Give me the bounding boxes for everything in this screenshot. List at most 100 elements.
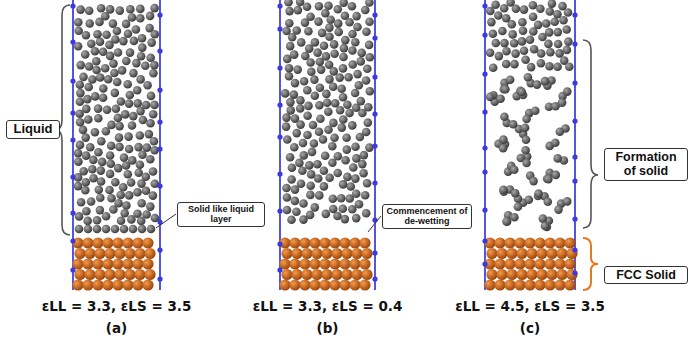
liquid-atom [313, 48, 322, 57]
solid-atom [289, 237, 300, 248]
solid-atom [114, 248, 125, 259]
liquid-atom [348, 121, 357, 130]
solid-atom [82, 279, 93, 290]
periodic-image-atom [572, 216, 577, 221]
liquid-atom [563, 46, 572, 55]
liquid-atom [114, 199, 123, 208]
liquid-atom [337, 194, 346, 203]
liquid-atom [319, 135, 328, 144]
solid-atom [504, 258, 515, 269]
liquid-atom [320, 42, 329, 51]
liquid-atom [351, 142, 360, 151]
liquid-atom [353, 70, 362, 79]
solid-atom [281, 269, 292, 280]
liquid-atom [290, 90, 299, 99]
liquid-atom [544, 40, 553, 49]
liquid-atom [311, 38, 320, 47]
periodic-image-atom [572, 178, 577, 183]
liquid-atom [533, 80, 542, 89]
periodic-image-atom [482, 145, 487, 150]
liquid-atom [334, 5, 343, 14]
liquid-atom [365, 18, 374, 27]
periodic-image-atom [572, 80, 577, 85]
liquid-atom [146, 54, 155, 63]
liquid-atom [116, 191, 125, 200]
liquid-atom [322, 210, 331, 219]
liquid-atom [361, 191, 370, 200]
liquid-atom [139, 116, 148, 125]
liquid-atom [295, 159, 304, 168]
liquid-atom [74, 157, 83, 166]
leader-line [368, 216, 381, 232]
liquid-atom [489, 64, 498, 73]
solid-atom [299, 279, 310, 290]
periodic-image-atom [482, 238, 487, 243]
liquid-atom [76, 80, 85, 89]
liquid-atom [125, 99, 134, 108]
solid-atom [142, 237, 153, 248]
periodic-image-atom [482, 261, 487, 266]
liquid-atom [283, 135, 292, 144]
liquid-atom [122, 57, 131, 66]
liquid-atom [82, 31, 91, 40]
solid-atom [102, 237, 113, 248]
liquid-atom [318, 29, 327, 38]
periodic-image-atom [157, 48, 162, 53]
label-text: Formation of solid [608, 150, 684, 179]
solid-atom [92, 258, 103, 269]
liquid-atom [520, 46, 529, 55]
liquid-atom [150, 137, 159, 146]
liquid-atom [146, 119, 155, 128]
liquid-atom [526, 36, 535, 45]
liquid-atom [102, 225, 111, 234]
liquid-atom [129, 112, 138, 121]
liquid-atom [89, 156, 98, 165]
liquid-atom [546, 48, 555, 57]
liquid-atom [542, 19, 551, 28]
liquid-atom [125, 145, 134, 154]
periodic-image-atom [482, 71, 487, 76]
liquid-atom [338, 123, 347, 132]
solid-atom [329, 237, 340, 248]
solid-atom [554, 237, 565, 248]
liquid-atom [365, 0, 374, 7]
liquid-atom [286, 153, 295, 162]
liquid-atom [296, 0, 305, 6]
liquid-atom [316, 57, 325, 66]
solid-atom [546, 269, 557, 280]
liquid-atom [137, 52, 146, 61]
liquid-atom [74, 27, 83, 36]
liquid-atom [363, 179, 372, 188]
periodic-image-atom [372, 74, 377, 79]
liquid-atom [339, 180, 348, 189]
solid-atom [309, 279, 320, 290]
liquid-atom [303, 131, 312, 140]
liquid-atom [299, 139, 308, 148]
solid-atom [524, 237, 535, 248]
solid-atom [514, 258, 525, 269]
liquid-atom [530, 45, 539, 54]
liquid-atom [300, 151, 309, 160]
solid-atom [554, 258, 565, 269]
parameter-caption: εLL = 4.5, εLS = 3.5 [455, 298, 605, 314]
liquid-atom [84, 115, 93, 124]
liquid-atom [96, 194, 105, 203]
liquid-atom [553, 62, 562, 71]
liquid-atom [290, 50, 299, 59]
liquid-atom [339, 93, 348, 102]
liquid-atom [87, 39, 96, 48]
solid-atom [331, 269, 342, 280]
liquid-atom [518, 37, 527, 46]
liquid-atom [296, 120, 305, 129]
liquid-atom [314, 174, 323, 183]
liquid-atom [126, 91, 135, 100]
liquid-atom [360, 151, 369, 160]
liquid-atom [95, 185, 104, 194]
periodic-image-atom [277, 241, 282, 246]
solid-atom [514, 237, 525, 248]
liquid-atom [503, 217, 512, 226]
solid-atom [132, 279, 143, 290]
solid-atom [526, 269, 537, 280]
liquid-atom [345, 18, 354, 27]
